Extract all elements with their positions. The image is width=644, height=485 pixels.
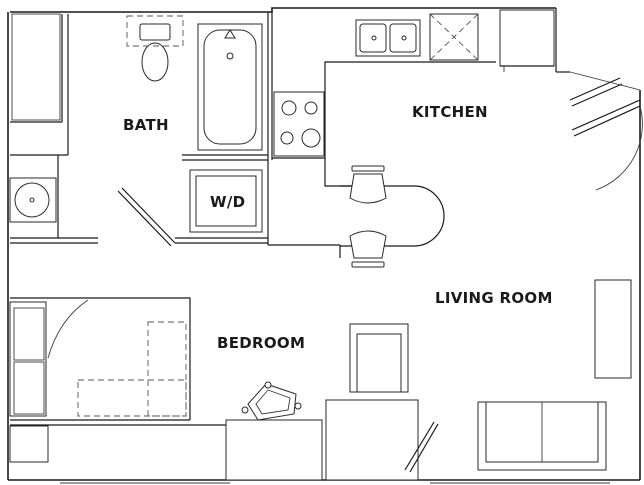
tv-console xyxy=(594,279,632,379)
desk-chair-icon xyxy=(241,381,302,421)
room-label-bath: BATH xyxy=(123,116,169,134)
room-label-wd: W/D xyxy=(210,193,245,211)
kitchen-island xyxy=(340,185,445,247)
bed-icon xyxy=(77,321,187,417)
sofa-icon xyxy=(477,401,607,471)
closet-shelf xyxy=(11,13,61,121)
room-label-living: LIVING ROOM xyxy=(435,289,553,307)
bathtub-icon xyxy=(197,23,263,151)
exterior-walls xyxy=(7,7,641,484)
corner-cabinet xyxy=(9,425,49,463)
armchair-icon xyxy=(349,323,409,393)
bar-stool-icon xyxy=(349,165,387,268)
dresser xyxy=(9,301,47,417)
toilet-icon xyxy=(126,15,184,82)
door-swing-icon xyxy=(47,71,643,473)
room-label-bedroom: BEDROOM xyxy=(217,334,305,352)
stove-icon xyxy=(273,91,325,157)
dishwasher-icon xyxy=(429,13,479,61)
sink-icon xyxy=(9,177,57,223)
washer-dryer-icon xyxy=(189,169,263,233)
room-label-kitchen: KITCHEN xyxy=(412,103,488,121)
kitchen-sink-icon xyxy=(355,19,421,57)
refrigerator-icon xyxy=(499,9,555,72)
